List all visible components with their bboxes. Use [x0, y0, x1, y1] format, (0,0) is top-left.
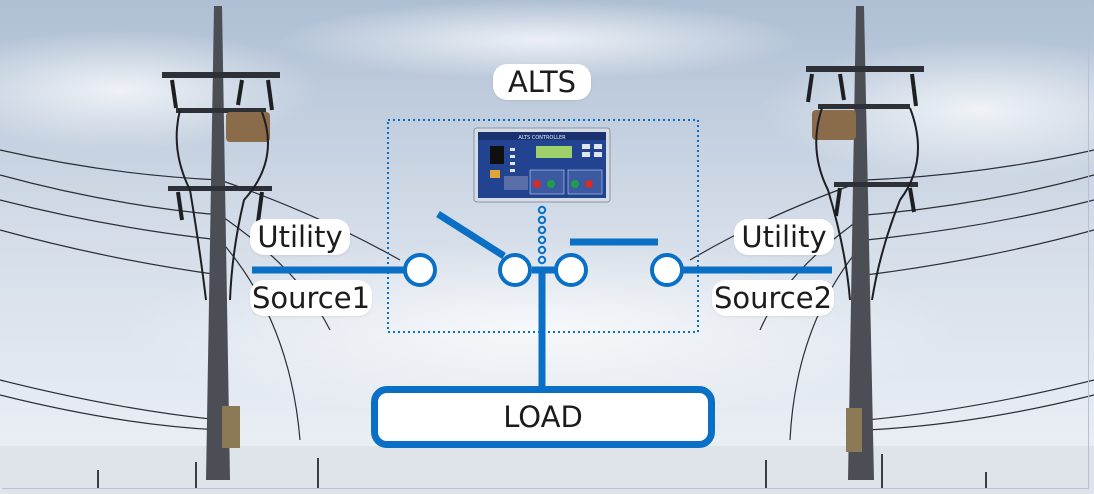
switch1-contact: [498, 253, 532, 287]
load-box: LOAD: [371, 386, 715, 448]
utility-pole-right: [806, 6, 924, 480]
alts-title: ALTS: [493, 64, 591, 100]
distant-poles: [97, 454, 987, 488]
source1-label: Source1: [250, 280, 372, 316]
source1-contact: [403, 253, 437, 287]
ground-haze: [0, 446, 1094, 494]
switch2-contact: [554, 253, 588, 287]
control-link: [537, 205, 547, 265]
utility-label-left: Utility: [250, 219, 350, 255]
source2-contact: [650, 253, 684, 287]
power-lines: [0, 149, 1094, 441]
alts-controller-panel: ALTS CONTROLLER: [473, 127, 611, 203]
utility-pole-left: [162, 6, 280, 480]
controller-caption: ALTS CONTROLLER: [518, 135, 566, 141]
source2-label: Source2: [712, 280, 834, 316]
switch-blade-open: [436, 211, 506, 259]
utility-label-right: Utility: [734, 219, 834, 255]
